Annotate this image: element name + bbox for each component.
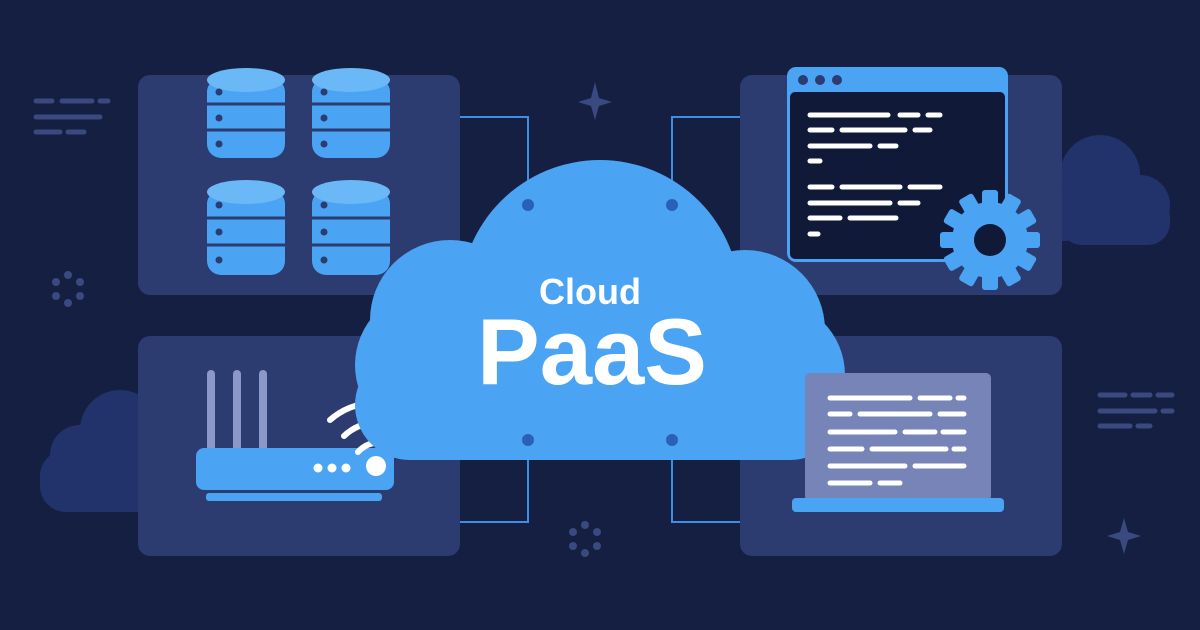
- dots-cluster-icon: [569, 521, 601, 557]
- sparkle-icon: [1107, 518, 1141, 554]
- connector-lines: [460, 116, 740, 523]
- dots-cluster-icon: [52, 271, 84, 307]
- gear-icon: [940, 190, 1040, 290]
- hero-subtitle: Cloud: [539, 271, 641, 312]
- decor-lines-left: [33, 98, 111, 135]
- hero-title: PaaS: [477, 299, 707, 404]
- decor-lines-right: [1097, 392, 1175, 429]
- database-icon: [312, 180, 390, 275]
- router-icon: [196, 370, 394, 501]
- database-icon: [312, 68, 390, 158]
- connector-nodes: [522, 199, 678, 446]
- laptop-icon: [792, 373, 1004, 512]
- database-icon: [207, 68, 285, 158]
- background-cloud-right: [1039, 135, 1170, 245]
- sparkle-icon: [578, 82, 612, 120]
- hero-cloud: [355, 160, 845, 460]
- database-icon: [207, 180, 285, 275]
